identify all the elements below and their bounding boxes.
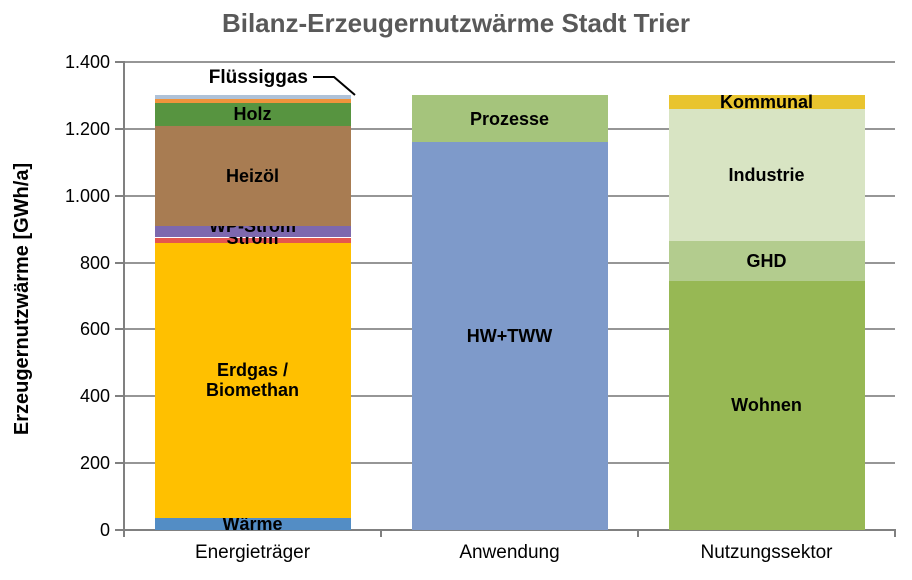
x-axis-line [123,529,896,531]
y-axis-tick [115,328,124,331]
bar-segment-heiz-l [154,125,351,226]
y-tick-label: 1.400 [64,52,110,72]
y-axis-tick [115,395,124,398]
bar-segment-hw-tww [411,142,608,530]
y-axis-tick [115,462,124,465]
bar-segment-fl-ssiggas [154,98,351,103]
y-tick-label: 400 [79,386,110,407]
bar-segment-wp-strom [154,225,351,238]
y-axis-tick [115,194,124,197]
x-category-label-energieträger: Energieträger [194,542,311,563]
bar-segment-wohnen [668,280,865,530]
chart-title: Bilanz-Erzeugernutzwärme Stadt Trier [221,8,691,38]
gridline [124,61,895,63]
y-axis-line [123,61,125,536]
y-tick-label: 0 [99,520,110,540]
y-tick-label: 1.200 [64,118,110,139]
bar-segment-ghd [668,240,865,281]
y-tick-label: 600 [79,319,110,340]
bar-segment-kommunal [668,95,865,109]
x-category-label-nutzungssektor: Nutzungssektor [700,542,833,563]
y-axis-tick [115,127,124,130]
bar-segment-prozesse [411,95,608,143]
bar-segment-w-rme [154,518,351,530]
bar-segment-strom [154,237,351,243]
bar-segment-erdgas-biomethan [154,242,351,519]
y-axis-tick [115,261,124,264]
y-axis-tick [115,61,124,63]
bar-segment-unlabeled [154,95,351,99]
x-category-label-anwendung: Anwendung [459,542,560,563]
y-axis-tick [115,529,124,531]
y-tick-label: 200 [79,453,110,474]
y-tick-label: 800 [79,252,110,273]
x-axis-tick [637,530,639,537]
bar-segment-industrie [668,108,865,241]
bar-segment-holz [154,102,351,126]
y-tick-label: 1.000 [64,185,110,206]
x-axis-tick [894,530,896,537]
segment-label-fl-ssiggas: Flüssiggas [208,67,308,88]
x-axis-tick [380,530,382,537]
x-axis-tick [123,530,125,537]
